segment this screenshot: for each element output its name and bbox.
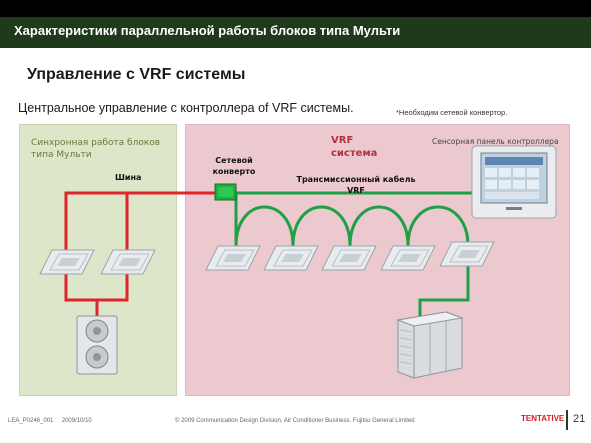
doc-date: 2009/10/10: [61, 418, 92, 424]
doc-id: LEA_P0246_001: [8, 418, 54, 424]
section-title: Управление с VRF системы: [27, 66, 246, 83]
converter-label: Сетевой конверто: [212, 156, 256, 176]
section-subtitle: Центральное управление с контроллера of …: [18, 101, 354, 115]
title-bar: Характеристики параллельной работы блоко…: [0, 0, 591, 48]
cassette-unit: [205, 245, 261, 271]
converter-note: *Необходим сетевой конвертор.: [396, 108, 508, 117]
copyright: © 2009 Communication Design Division, Ai…: [175, 418, 415, 424]
status-badge: TENTATIVE: [521, 414, 565, 423]
cassette-unit: [100, 249, 156, 275]
touch-panel-controller: [471, 145, 557, 219]
title-bar-strip: [0, 0, 591, 17]
bus-label: Шина: [115, 173, 142, 182]
multi-system-label: Синхронная работа блоков типа Мульти: [31, 138, 161, 160]
page-number: 21: [573, 413, 586, 425]
cable-label: Трансмиссионный кабель VRF: [296, 175, 416, 195]
footer-doc-info: LEA_P0246_001 2009/10/10: [8, 418, 92, 424]
touch-panel-label: Сенсорная панель контроллера: [432, 137, 559, 146]
cassette-unit: [380, 245, 436, 271]
network-converter: [214, 183, 237, 201]
cassette-unit: [321, 245, 377, 271]
cassette-unit: [263, 245, 319, 271]
vrf-system-label: VRF система: [331, 135, 378, 159]
red-bus-line: [64, 191, 215, 318]
outdoor-unit: [76, 315, 118, 375]
cassette-unit: [439, 241, 495, 267]
footer-divider: [566, 410, 568, 430]
page-title: Характеристики параллельной работы блоко…: [14, 23, 401, 38]
vrf-outdoor-unit: [396, 311, 464, 379]
cassette-unit: [39, 249, 95, 275]
